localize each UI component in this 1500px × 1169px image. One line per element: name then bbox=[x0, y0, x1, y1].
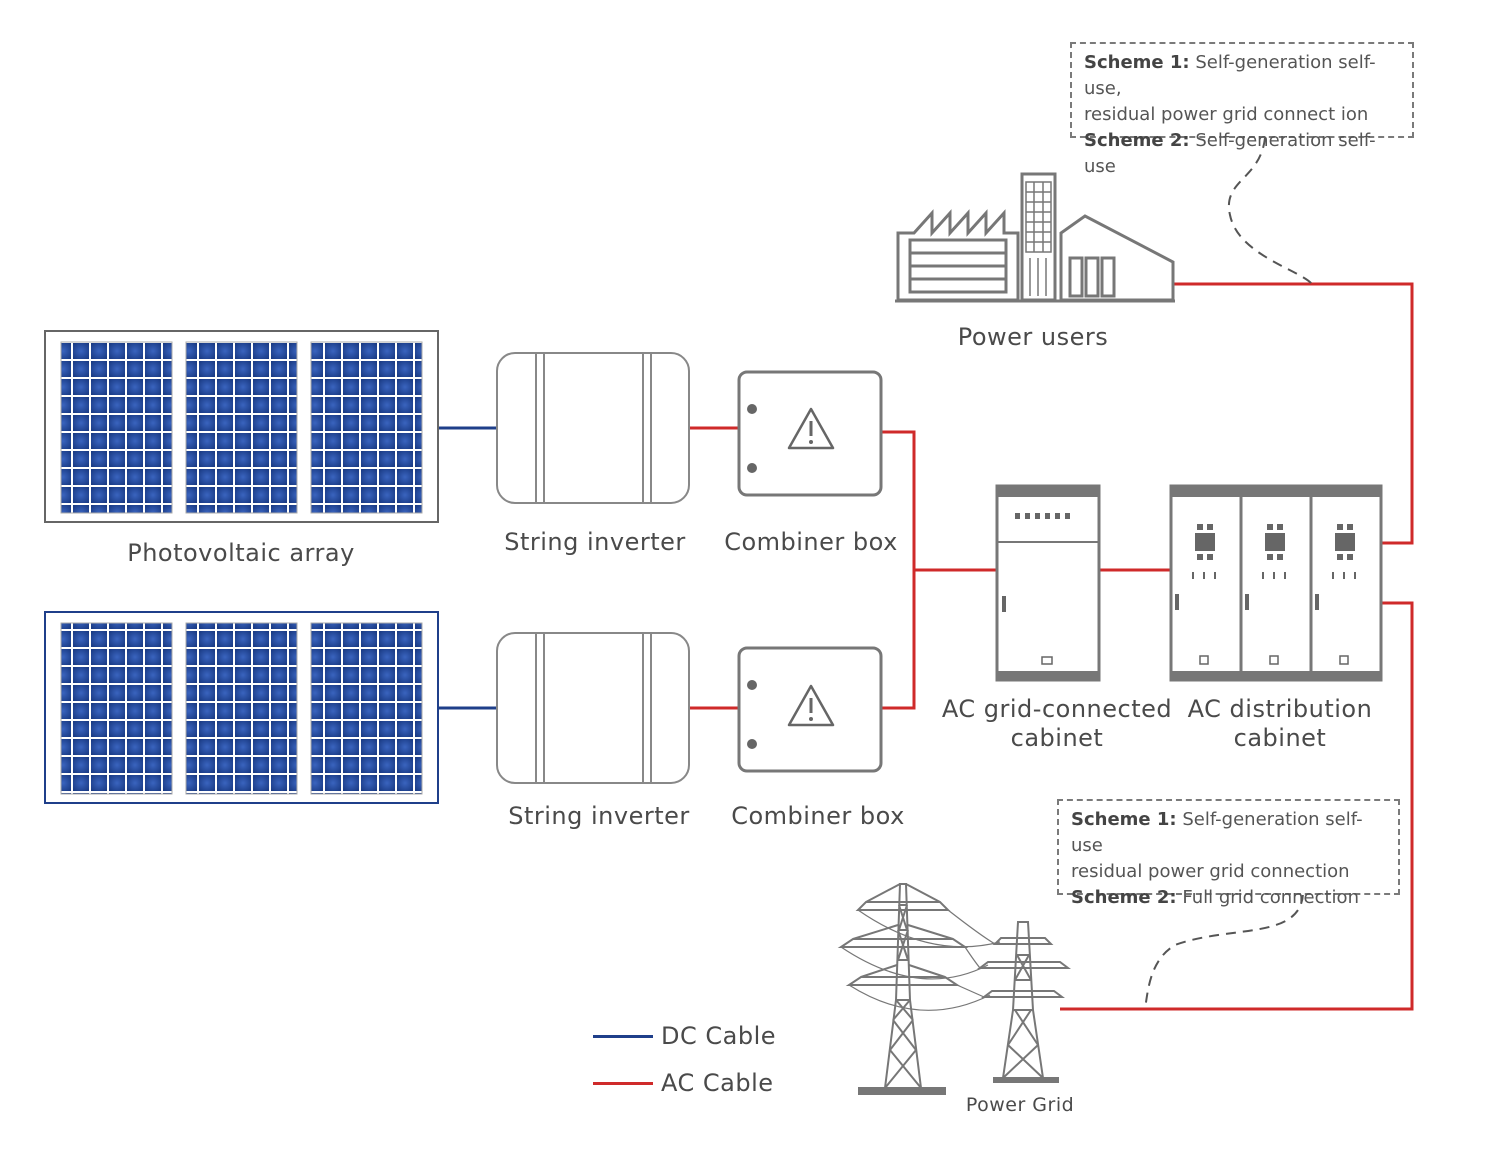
ac-cable-swatch bbox=[593, 1081, 653, 1085]
dc-cables bbox=[438, 426, 496, 710]
scheme1-label: Scheme 1: bbox=[1084, 52, 1190, 73]
scheme-note-top: Scheme 1: Self-generation self-use, resi… bbox=[1070, 42, 1414, 177]
combiner-box-icon bbox=[737, 370, 883, 497]
legend-ac-label: AC Cable bbox=[661, 1069, 774, 1097]
scheme2-text: Self-generation self-use bbox=[1084, 130, 1376, 177]
scheme1-label: Scheme 1: bbox=[1071, 809, 1177, 830]
solar-panel-icon bbox=[44, 330, 439, 523]
power-grid-label: Power Grid bbox=[965, 1094, 1075, 1116]
ac-distribution-line2: cabinet bbox=[1233, 724, 1327, 752]
note-connectors bbox=[1144, 137, 1313, 1010]
scheme1-text: Self-generation self-use bbox=[1071, 809, 1363, 856]
dc-cable-swatch bbox=[593, 1034, 653, 1038]
string-inverter-label-top: String inverter bbox=[504, 528, 686, 556]
legend-dc-label: DC Cable bbox=[661, 1022, 776, 1050]
combiner-box-label-bottom: Combiner box bbox=[731, 802, 905, 830]
scheme1-text: Self-generation self-use, bbox=[1084, 52, 1376, 99]
string-inverter-icon bbox=[496, 352, 690, 504]
combiner-box-label-top: Combiner box bbox=[724, 528, 898, 556]
ac-distribution-cabinet-label: AC distribution cabinet bbox=[1180, 695, 1380, 753]
scheme2-label: Scheme 2: bbox=[1071, 887, 1177, 908]
legend-dc: DC Cable bbox=[593, 1022, 776, 1050]
power-users-label: Power users bbox=[957, 323, 1109, 351]
scheme2-label: Scheme 2: bbox=[1084, 130, 1190, 151]
string-inverter-label-bottom: String inverter bbox=[508, 802, 690, 830]
solar-panel-icon bbox=[44, 611, 439, 804]
factory-icon bbox=[895, 172, 1175, 303]
electrical-cabinet-icon bbox=[1169, 484, 1383, 682]
transmission-tower-icon bbox=[837, 883, 1071, 1089]
ac-grid-cabinet-line1: AC grid-connected bbox=[941, 695, 1173, 723]
ac-distribution-line1: AC distribution bbox=[1187, 695, 1373, 723]
photovoltaic-array-label: Photovoltaic array bbox=[127, 539, 355, 567]
scheme1-text-continued: residual power grid connect ion bbox=[1084, 104, 1369, 125]
string-inverter-icon bbox=[496, 632, 690, 784]
legend-ac: AC Cable bbox=[593, 1069, 774, 1097]
scheme2-text: Full grid connection bbox=[1176, 887, 1359, 908]
warning-triangle-icon bbox=[787, 407, 835, 450]
scheme1-text-continued: residual power grid connection bbox=[1071, 861, 1350, 882]
ac-grid-cabinet-line2: cabinet bbox=[1010, 724, 1104, 752]
combiner-box-icon bbox=[737, 646, 883, 773]
warning-triangle-icon bbox=[787, 684, 835, 727]
scheme-note-bottom: Scheme 1: Self-generation self-use resid… bbox=[1057, 799, 1400, 908]
ac-grid-connected-cabinet-label: AC grid-connected cabinet bbox=[937, 695, 1177, 753]
ac-cables bbox=[690, 282, 1414, 1011]
electrical-cabinet-icon bbox=[995, 484, 1101, 682]
